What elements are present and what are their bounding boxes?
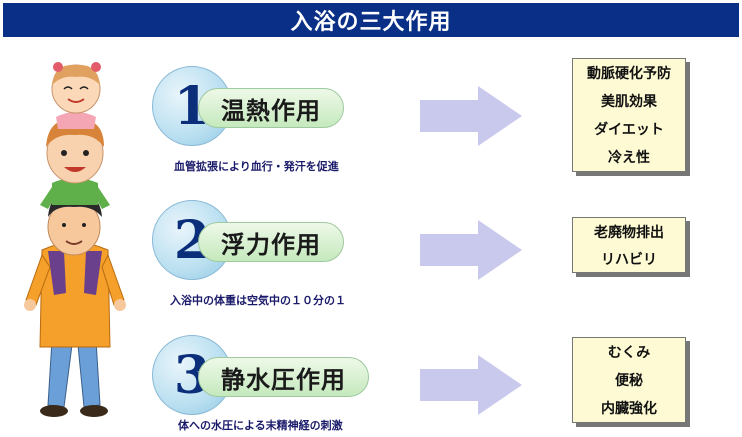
page-title: 入浴の三大作用 (3, 3, 739, 37)
benefit-box-1: 動脈硬化予防 美肌効果 ダイエット 冷え性 (572, 58, 686, 172)
effect-description: 入浴中の体重は空気中の１０分の１ (170, 294, 346, 307)
benefit-item: 冷え性 (608, 150, 650, 166)
effect-row-3: 3 静水圧作用 体への水圧による末精神経の刺激 (150, 333, 740, 433)
family-illustration (24, 62, 126, 417)
right-arrow-icon (420, 86, 522, 146)
effect-description: 体への水圧による末精神経の刺激 (178, 419, 343, 432)
benefit-item: 内臓強化 (601, 401, 657, 417)
benefit-item: 老廃物排出 (594, 224, 664, 241)
benefit-box-2: 老廃物排出 リハビリ (572, 217, 686, 273)
effect-name: 静水圧作用 (198, 357, 369, 397)
effect-row-1: 1 温熱作用 血管拡張により血行・発汗を促進 (150, 64, 740, 173)
benefit-item: ダイエット (594, 122, 664, 138)
benefit-item: 動脈硬化予防 (587, 66, 671, 82)
effect-name: 浮力作用 (198, 222, 344, 262)
benefit-item: リハビリ (601, 251, 657, 268)
effect-name: 温熱作用 (198, 88, 344, 128)
benefit-box-3: むくみ 便秘 内臓強化 (572, 337, 686, 423)
right-arrow-icon (420, 355, 522, 415)
effect-description: 血管拡張により血行・発汗を促進 (174, 160, 339, 173)
effect-row-2: 2 浮力作用 入浴中の体重は空気中の１０分の１ (150, 198, 740, 307)
right-arrow-icon (420, 220, 522, 280)
benefit-item: むくみ (607, 345, 651, 361)
benefit-item: 便秘 (615, 373, 643, 389)
benefit-item: 美肌効果 (601, 94, 657, 110)
